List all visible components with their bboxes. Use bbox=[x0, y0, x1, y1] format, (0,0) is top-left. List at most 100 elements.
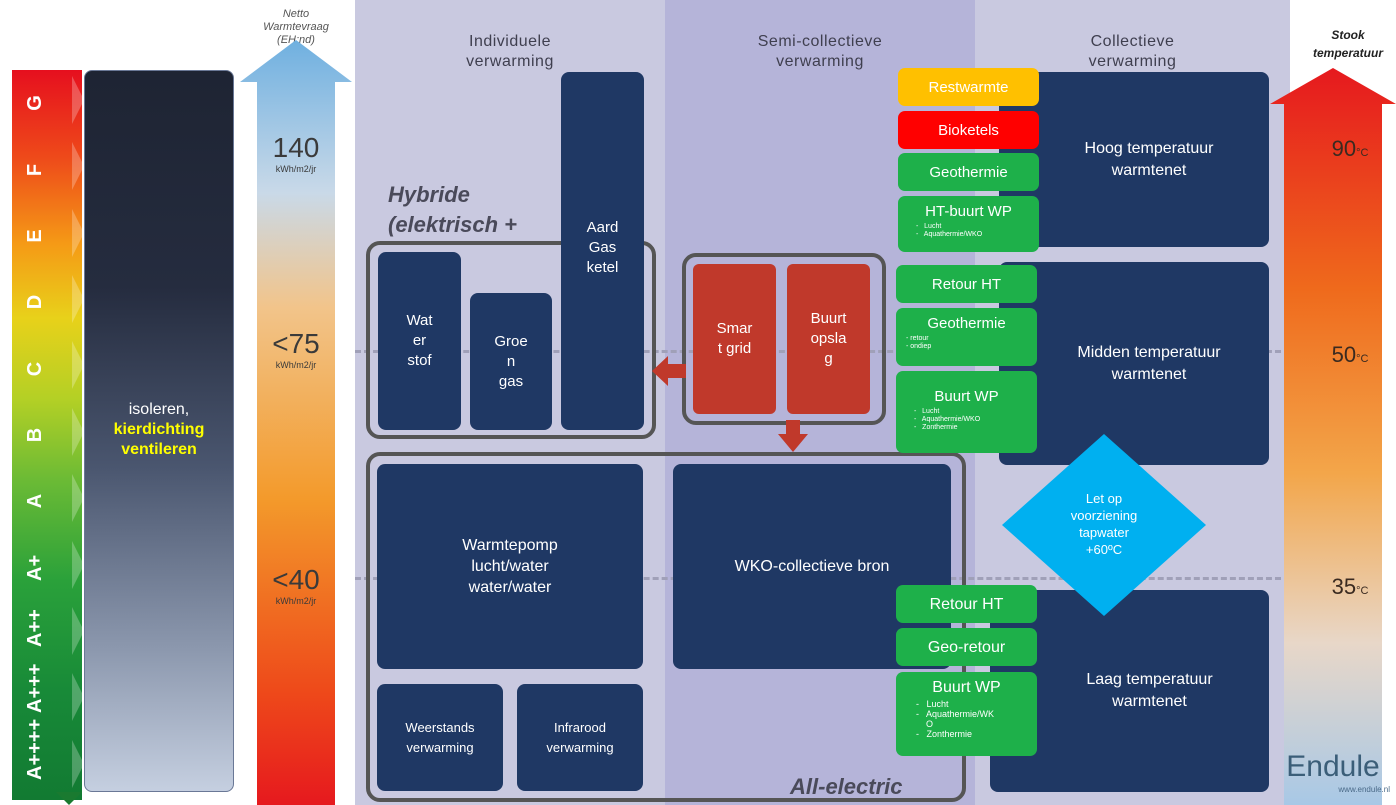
bron-ht-buurt-wp: HT-buurt WP - Lucht- Aquathermie/WKO bbox=[898, 196, 1039, 252]
energy-label-letter: D bbox=[24, 295, 46, 310]
bron-geothermie-midden: Geothermie - retour- ondiep bbox=[896, 308, 1037, 366]
bron-geothermie-midden-label: Geothermie bbox=[927, 315, 1006, 332]
energy-label-tip bbox=[72, 142, 84, 191]
sub-item: - Lucht bbox=[916, 699, 949, 709]
sub-item: - Lucht bbox=[916, 223, 942, 230]
kwh-value-40: <40 bbox=[272, 564, 320, 595]
temp-90-value: 90 bbox=[1331, 136, 1357, 161]
bron-retour-ht-midden-label: Retour HT bbox=[931, 275, 1002, 293]
energy-label-A: A bbox=[12, 468, 84, 534]
smart-grid-box: Smar t grid bbox=[693, 264, 776, 414]
energy-label-Aplus: A+ bbox=[12, 535, 84, 601]
sub-item: - Aquathermie/WK O bbox=[916, 709, 995, 729]
label-bar-down-arrow bbox=[56, 792, 82, 805]
temp-50: 50°C bbox=[1312, 342, 1388, 372]
brand-url: www.endule.nl bbox=[1338, 785, 1390, 794]
isoleren-box bbox=[84, 70, 234, 792]
warmtepomp-box: Warmtepomp lucht/water water/water bbox=[377, 464, 643, 669]
temp-90: 90°C bbox=[1312, 136, 1388, 166]
energy-label-Aplusplus: A++ bbox=[12, 601, 84, 667]
kwh-unit-40: kWh/m2/jr bbox=[275, 596, 317, 606]
energy-label-letter: A++ bbox=[24, 609, 46, 648]
bron-bioketels-label: Bioketels bbox=[938, 121, 999, 139]
energy-label-letter: A++++ bbox=[24, 718, 46, 780]
hoog-temperatuur-warmtenet: Hoog temperatuur warmtenet bbox=[999, 72, 1269, 247]
temp-35-unit: °C bbox=[1356, 585, 1369, 597]
energy-label-letter: A bbox=[24, 494, 46, 509]
energy-label-Aplusplusplusplus: A++++ bbox=[12, 718, 84, 800]
kwh-value-75: <75 bbox=[272, 328, 320, 359]
energy-label-E: E bbox=[12, 203, 84, 269]
semi-heading: Semi-collectieve verwarming bbox=[757, 33, 883, 70]
stook-temperatuur-title: Stook temperatuur bbox=[1312, 28, 1383, 60]
all-electric-frame bbox=[366, 452, 966, 802]
energy-label-letter: B bbox=[24, 427, 46, 443]
energy-label-tip bbox=[72, 76, 84, 124]
energy-label-G: G bbox=[12, 70, 84, 136]
bron-buurt-wp-midden-label: Buurt WP bbox=[934, 388, 999, 405]
bron-retour-ht-laag: Retour HT bbox=[896, 585, 1037, 623]
buurtopslag-box: Buurt opsla g bbox=[787, 264, 870, 414]
stook-temperatuur-arrow bbox=[1270, 68, 1396, 805]
isoleren-line1: isoleren, bbox=[128, 401, 190, 418]
aardgas-ketel-box: Aard Gas ketel bbox=[561, 72, 644, 430]
sub-item: - Zonthermie bbox=[914, 424, 958, 431]
temp-35-value: 35 bbox=[1331, 574, 1357, 599]
bron-geothermie-ht-label: Geothermie bbox=[929, 163, 1008, 181]
energy-label-tip bbox=[72, 540, 84, 589]
arrow-left-to-hybride bbox=[652, 356, 686, 386]
energy-label-tip bbox=[72, 275, 84, 324]
brand-logo: Endule bbox=[1286, 750, 1380, 783]
temp-50-value: 50 bbox=[1331, 342, 1357, 367]
individueel-heading: Individuele verwarming bbox=[466, 33, 554, 70]
bron-restwarmte: Restwarmte bbox=[898, 68, 1039, 106]
hybride-frame bbox=[366, 241, 656, 439]
sub-item: - ondiep bbox=[906, 343, 932, 350]
midden-temperatuur-warmtenet: Midden temperatuur warmtenet bbox=[999, 262, 1269, 465]
weerstand-box: Weerstands verwarming bbox=[377, 684, 503, 791]
sub-item: - retour bbox=[906, 335, 929, 342]
bron-bioketels: Bioketels bbox=[898, 111, 1039, 149]
energy-label-tip bbox=[72, 407, 84, 456]
energy-label-bar: G F E D C B A A+ A++ A+++A++++ bbox=[12, 70, 84, 800]
bron-geo-retour: Geo-retour bbox=[896, 628, 1037, 666]
collectief-heading: Collectieve verwarming bbox=[1088, 33, 1177, 70]
isoleren-text: isoleren, kierdichting ventileren bbox=[84, 400, 234, 460]
bron-ht-buurt-wp-subs: - Lucht- Aquathermie/WKO bbox=[898, 223, 1039, 239]
bron-buurt-wp-laag-subs: - Lucht- Aquathermie/WK O- Zonthermie bbox=[896, 699, 1037, 739]
energy-label-letter: C bbox=[24, 361, 46, 376]
energy-label-F: F bbox=[12, 136, 84, 202]
energy-label-D: D bbox=[12, 269, 84, 335]
sub-item: - Lucht bbox=[914, 408, 940, 415]
bron-buurt-wp-midden: Buurt WP - Lucht- Aquathermie/WKO- Zonth… bbox=[896, 371, 1037, 453]
energy-label-letter: A+ bbox=[24, 554, 46, 581]
netto-warmtevraag-arrow bbox=[240, 40, 352, 805]
energy-label-letter: E bbox=[24, 229, 46, 243]
bron-buurt-wp-laag: Buurt WP - Lucht- Aquathermie/WK O- Zont… bbox=[896, 672, 1037, 756]
tapwater-diamond bbox=[1002, 434, 1206, 616]
arrow-down-to-all-electric bbox=[778, 420, 808, 452]
bron-retour-ht-midden: Retour HT bbox=[896, 265, 1037, 303]
energy-label-letter: F bbox=[24, 163, 46, 176]
energy-label-tip bbox=[72, 474, 84, 523]
sub-item: - Zonthermie bbox=[916, 729, 973, 739]
bron-restwarmte-label: Restwarmte bbox=[928, 78, 1009, 96]
energy-label-tip bbox=[72, 606, 84, 655]
bron-ht-buurt-wp-label: HT-buurt WP bbox=[925, 203, 1012, 220]
temp-50-unit: °C bbox=[1356, 353, 1369, 365]
energy-label-tip bbox=[72, 341, 84, 390]
temp-35: 35°C bbox=[1312, 574, 1388, 604]
energy-label-Aplusplusplus: A+++ bbox=[12, 664, 84, 733]
energy-label-tip bbox=[72, 739, 84, 788]
energy-label-C: C bbox=[12, 335, 84, 401]
energy-label-tip bbox=[72, 673, 84, 722]
bron-geo-retour-label: Geo-retour bbox=[927, 638, 1006, 656]
sub-item: - Aquathermie/WKO bbox=[916, 231, 983, 238]
waterstof-box: Wat er stof bbox=[378, 252, 461, 430]
bron-buurt-wp-midden-subs: - Lucht- Aquathermie/WKO- Zonthermie bbox=[896, 408, 1037, 432]
energy-label-tip bbox=[72, 208, 84, 257]
sub-item: - Aquathermie/WKO bbox=[914, 416, 981, 423]
bron-geothermie-midden-subs: - retour- ondiep bbox=[896, 335, 1037, 351]
hybride-label: Hybride (elektrisch + bbox=[388, 182, 518, 237]
bron-retour-ht-laag-label: Retour HT bbox=[929, 595, 1004, 613]
